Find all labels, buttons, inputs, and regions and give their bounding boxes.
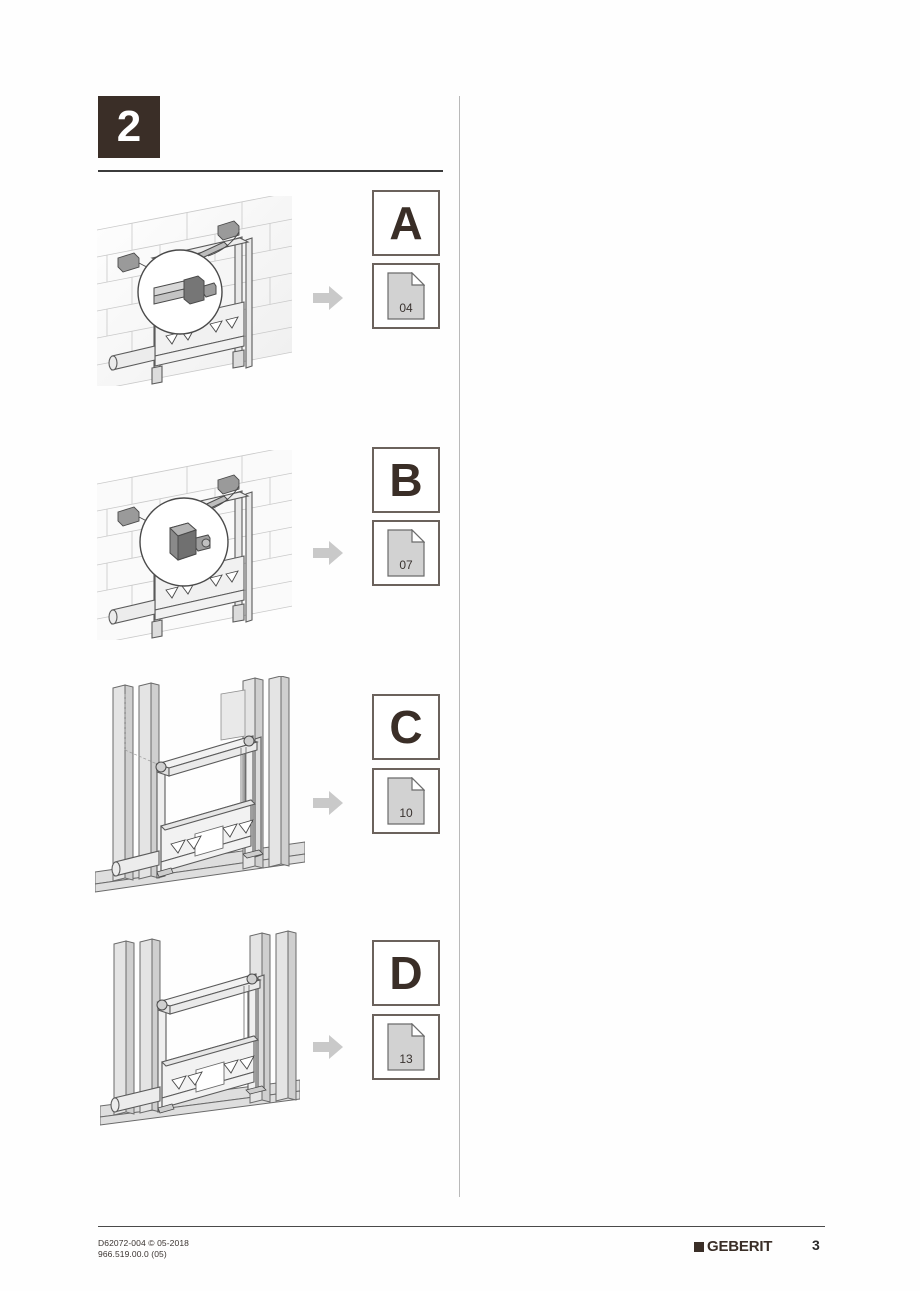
chapter-number-box: 2 — [98, 96, 160, 158]
footer-document-code: D62072-004 © 05-2018 966.519.00.0 (05) — [98, 1238, 189, 1260]
arrow-right-icon-c — [311, 788, 345, 818]
illustration-step-d — [100, 930, 300, 1130]
footer-code-line-2: 966.519.00.0 (05) — [98, 1249, 167, 1259]
header-rule — [98, 170, 443, 172]
footer-rule — [98, 1226, 825, 1227]
illustration-step-a — [92, 196, 307, 386]
illustration-step-b — [92, 450, 307, 640]
step-page-ref-box-c[interactable]: 10 — [372, 768, 440, 834]
step-page-number-d: 13 — [399, 1052, 413, 1066]
brand-name: GEBERIT — [707, 1238, 773, 1255]
step-letter-a: A — [389, 197, 423, 249]
chapter-number: 2 — [116, 102, 142, 151]
step-letter-box-d[interactable]: D — [372, 940, 440, 1006]
step-page-ref-box-d[interactable]: 13 — [372, 1014, 440, 1080]
document-page-icon-b: 07 — [387, 529, 425, 577]
arrow-right-icon-a — [311, 283, 345, 313]
illustration-step-c — [95, 676, 305, 901]
arrow-right-icon-b — [311, 538, 345, 568]
column-divider — [459, 96, 460, 1197]
arrow-right-icon-d — [311, 1032, 345, 1062]
square-mark-icon — [694, 1241, 704, 1252]
brand-logo: GEBERIT — [694, 1238, 772, 1255]
step-page-ref-box-b[interactable]: 07 — [372, 520, 440, 586]
page-number: 3 — [812, 1237, 820, 1253]
step-letter-c: C — [389, 701, 423, 753]
step-page-number-b: 07 — [399, 558, 413, 572]
document-page-icon-c: 10 — [387, 777, 425, 825]
step-letter-box-c[interactable]: C — [372, 694, 440, 760]
footer-code-line-1: D62072-004 © 05-2018 — [98, 1238, 189, 1248]
document-page-icon-a: 04 — [387, 272, 425, 320]
step-page-number-c: 10 — [399, 806, 413, 820]
step-letter-d: D — [389, 947, 423, 999]
document-page-icon-d: 13 — [387, 1023, 425, 1071]
step-letter-box-b[interactable]: B — [372, 447, 440, 513]
step-letter-box-a[interactable]: A — [372, 190, 440, 256]
step-letter-b: B — [389, 454, 423, 506]
step-page-number-a: 04 — [399, 301, 413, 315]
step-page-ref-box-a[interactable]: 04 — [372, 263, 440, 329]
